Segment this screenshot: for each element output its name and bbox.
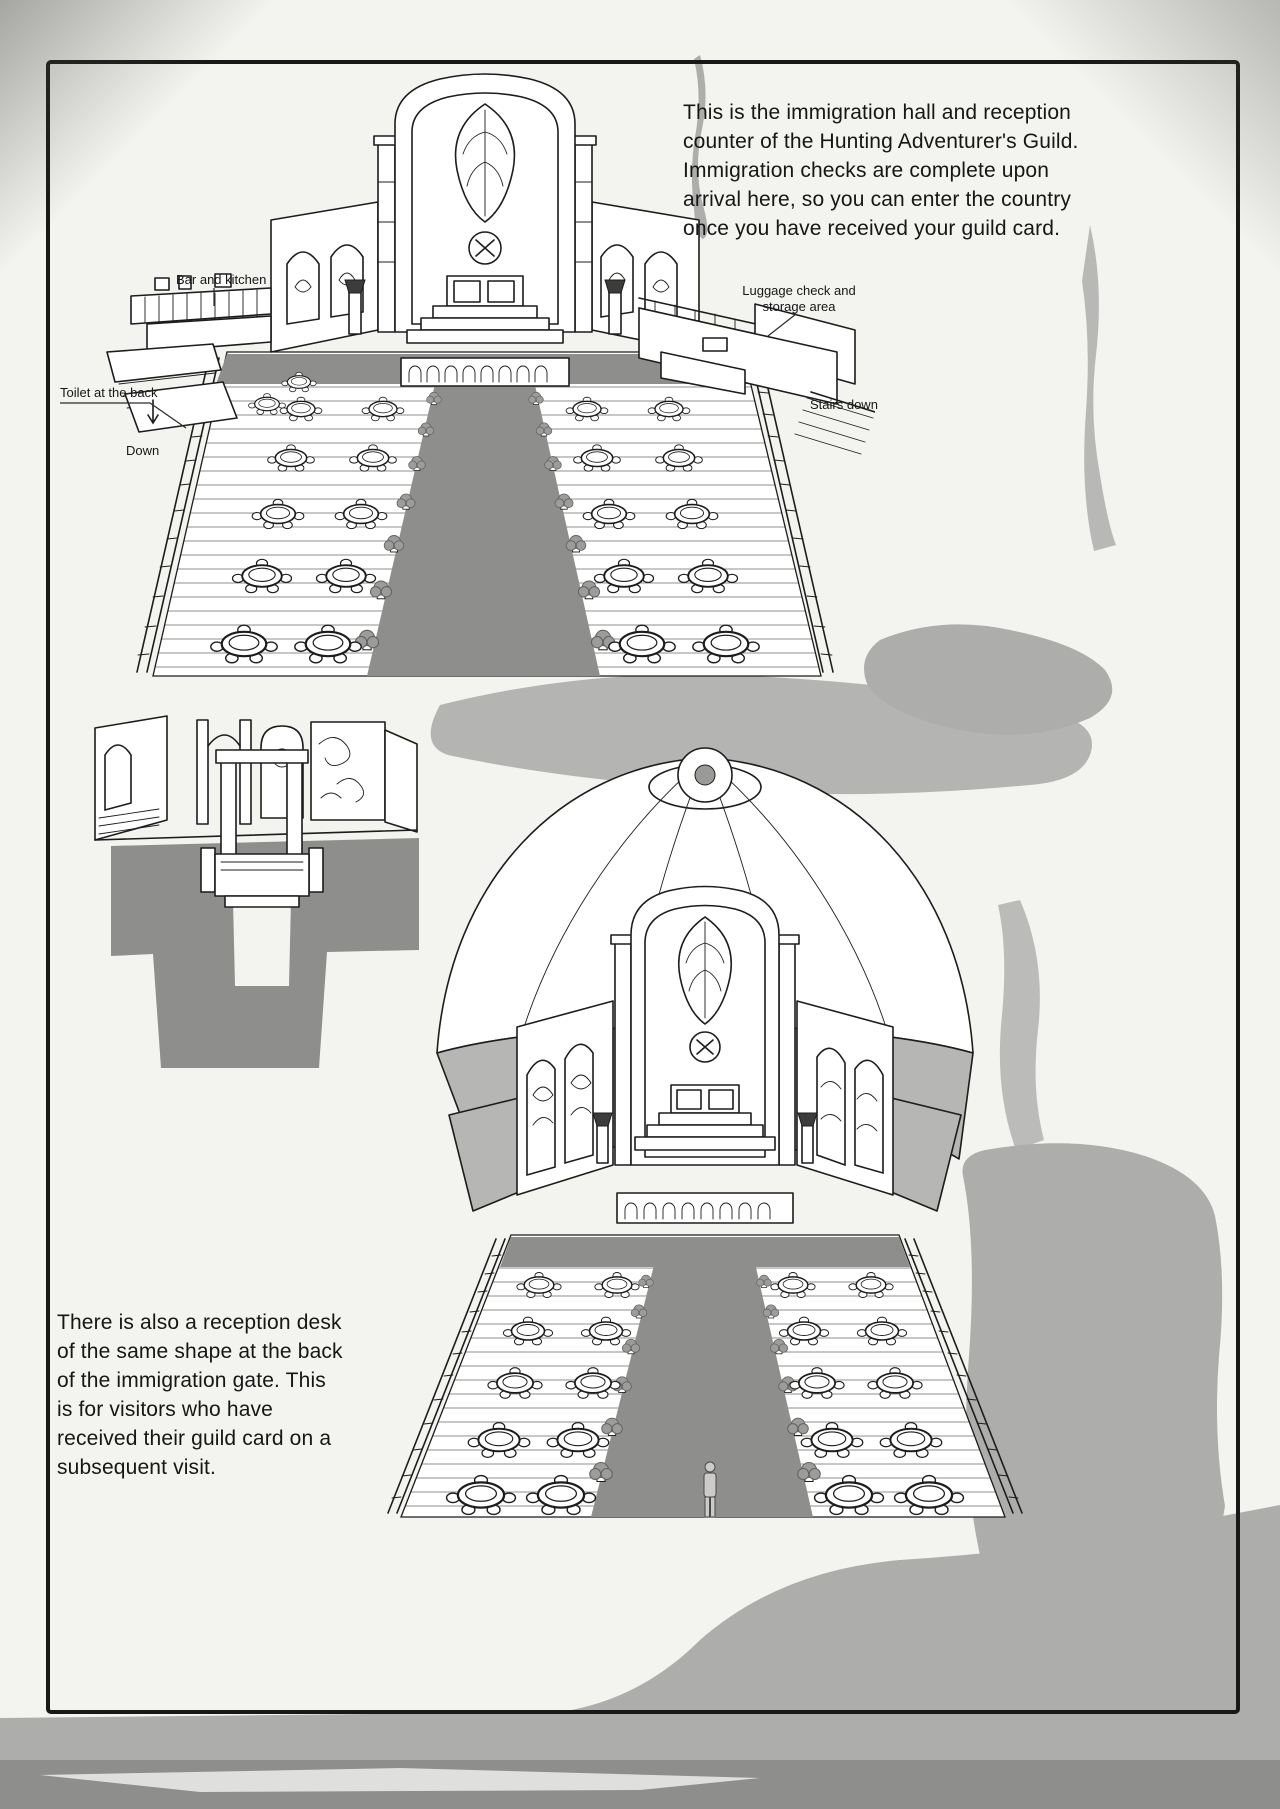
right-wall — [796, 1000, 894, 1196]
grand-gate — [373, 73, 597, 344]
intro-paragraph: This is the immigration hall and recepti… — [683, 101, 1079, 240]
label-bar-and-kitchen: Bar and kitchen — [176, 272, 267, 287]
person-figure — [703, 1461, 717, 1518]
approach-path — [233, 900, 291, 986]
label-stairs-down: Stairs down — [810, 397, 878, 412]
left-wall — [516, 1000, 614, 1196]
label-luggage-check: Luggage check and storage area — [742, 283, 856, 315]
reception-counter — [400, 357, 570, 387]
label-toilet-at-back: Toilet at the back — [60, 385, 158, 400]
grand-gate — [610, 885, 800, 1166]
label-down: Down — [126, 443, 160, 458]
torn-blob — [1082, 225, 1116, 551]
reception-counter — [616, 1192, 794, 1224]
illustration-domed-hall — [387, 747, 1023, 1518]
left-wall — [270, 201, 379, 353]
second-visit-paragraph: There is also a reception desk of the sa… — [57, 1311, 343, 1479]
